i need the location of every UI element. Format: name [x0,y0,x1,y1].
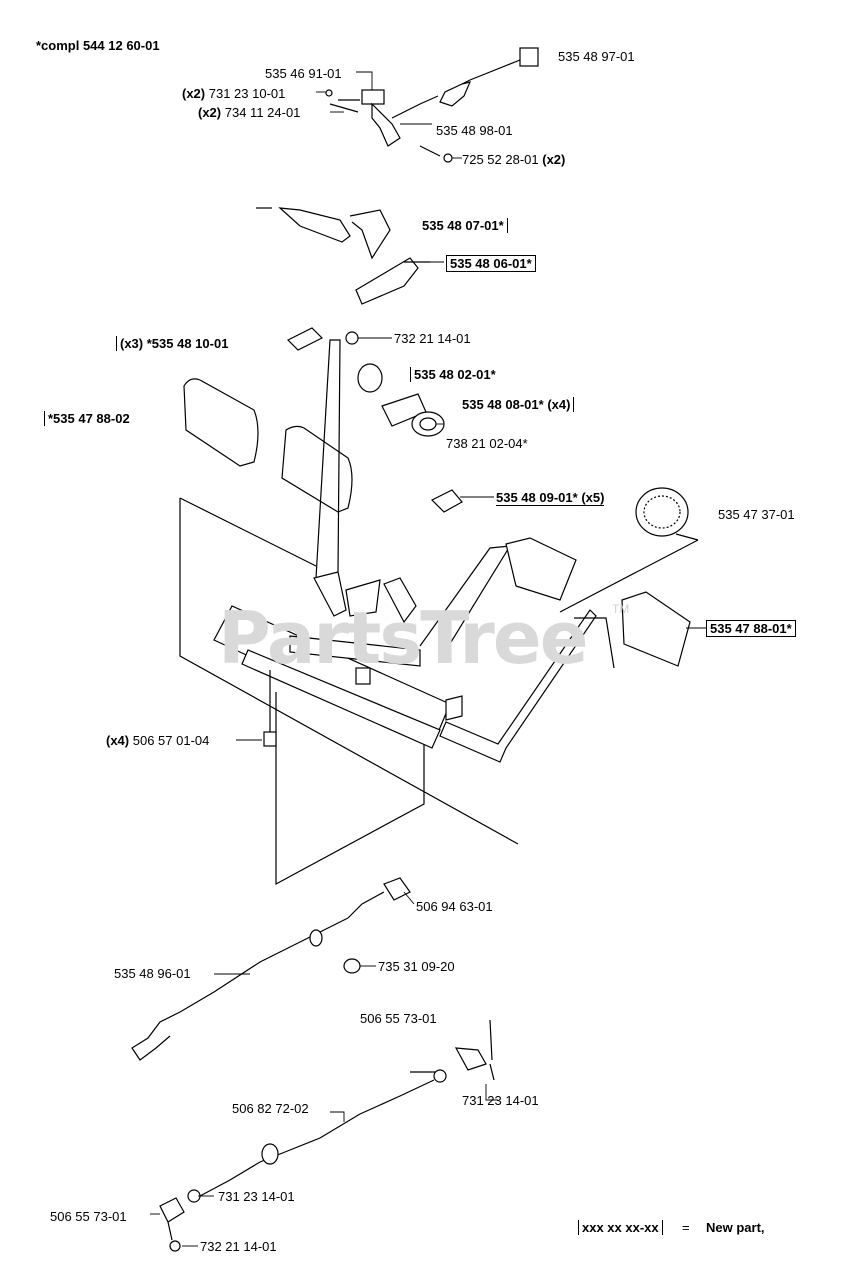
quantity: (x4) [547,397,571,412]
part-label: 535 47 88-01* [706,620,796,637]
quantity: (x3) [120,336,144,351]
part-number: 535 48 09-01* [496,490,578,505]
quantity: (x2) [198,105,222,120]
small-hardware [286,327,699,541]
part-label: 738 21 02-04* [446,436,528,451]
quantity: (x5) [581,490,605,505]
part-label: 732 21 14-01 [200,1239,277,1254]
quantity: (x4) [106,733,130,748]
watermark-trademark: TM [612,602,630,616]
part-label: (x3) *535 48 10-01 [116,336,228,351]
mounting-plate [179,497,519,886]
choke-cable-lower [159,1019,495,1252]
bolt [263,670,277,747]
part-label: 535 48 06-01* [446,255,536,272]
part-number: 731 23 10-01 [208,86,286,101]
part-label: (x4) 506 57 01-04 [106,733,209,748]
choke-lever-parts [256,207,430,305]
part-label: 506 55 73-01 [50,1209,127,1224]
part-number: 535 48 08-01* [462,397,544,412]
assembly-label: *compl 544 12 60-01 [36,38,160,53]
leader-lines [150,71,706,1247]
part-label: (x2) 731 23 10-01 [182,86,285,101]
quantity: (x2) [542,152,566,167]
part-label: 506 55 73-01 [360,1011,437,1026]
grip-covers [183,378,353,513]
part-label: (x2) 734 11 24-01 [198,105,300,120]
part-label: 535 46 91-01 [265,66,342,81]
part-label: 535 48 07-01* [422,218,508,233]
part-number: *535 48 10-01 [146,336,229,351]
part-label: 506 94 63-01 [416,899,493,914]
legend-equals: = [682,1220,690,1235]
part-label: 731 23 14-01 [462,1093,539,1108]
pedal-bar [419,537,699,763]
part-label: 535 48 08-01* (x4) [462,397,575,412]
part-label: 535 48 98-01 [436,123,513,138]
part-label: 725 52 28-01 (x2) [462,152,565,167]
throttle-cable-lower [131,877,440,1073]
part-label: 535 48 97-01 [558,49,635,64]
legend-meaning: New part, [706,1220,765,1235]
part-label: 535 48 96-01 [114,966,191,981]
throttle-cable-top [325,47,539,163]
part-label: *535 47 88-02 [44,411,130,426]
part-number: 725 52 28-01 [462,152,539,167]
part-label: 732 21 14-01 [394,331,471,346]
part-label: 535 48 02-01* [410,367,496,382]
part-label: 535 48 09-01* (x5) [496,490,605,506]
part-label: 506 82 72-02 [232,1101,309,1116]
watermark: PartsTree [218,596,589,680]
quantity: (x2) [182,86,206,101]
part-number: 506 57 01-04 [132,733,210,748]
part-label: 731 23 14-01 [218,1189,295,1204]
part-label: 735 31 09-20 [378,959,455,974]
part-number: 734 11 24-01 [224,105,301,120]
legend-sample-code: xxx xx xx-xx [578,1220,663,1235]
lever-assembly [289,339,463,721]
part-label: 535 47 37-01 [718,507,795,522]
